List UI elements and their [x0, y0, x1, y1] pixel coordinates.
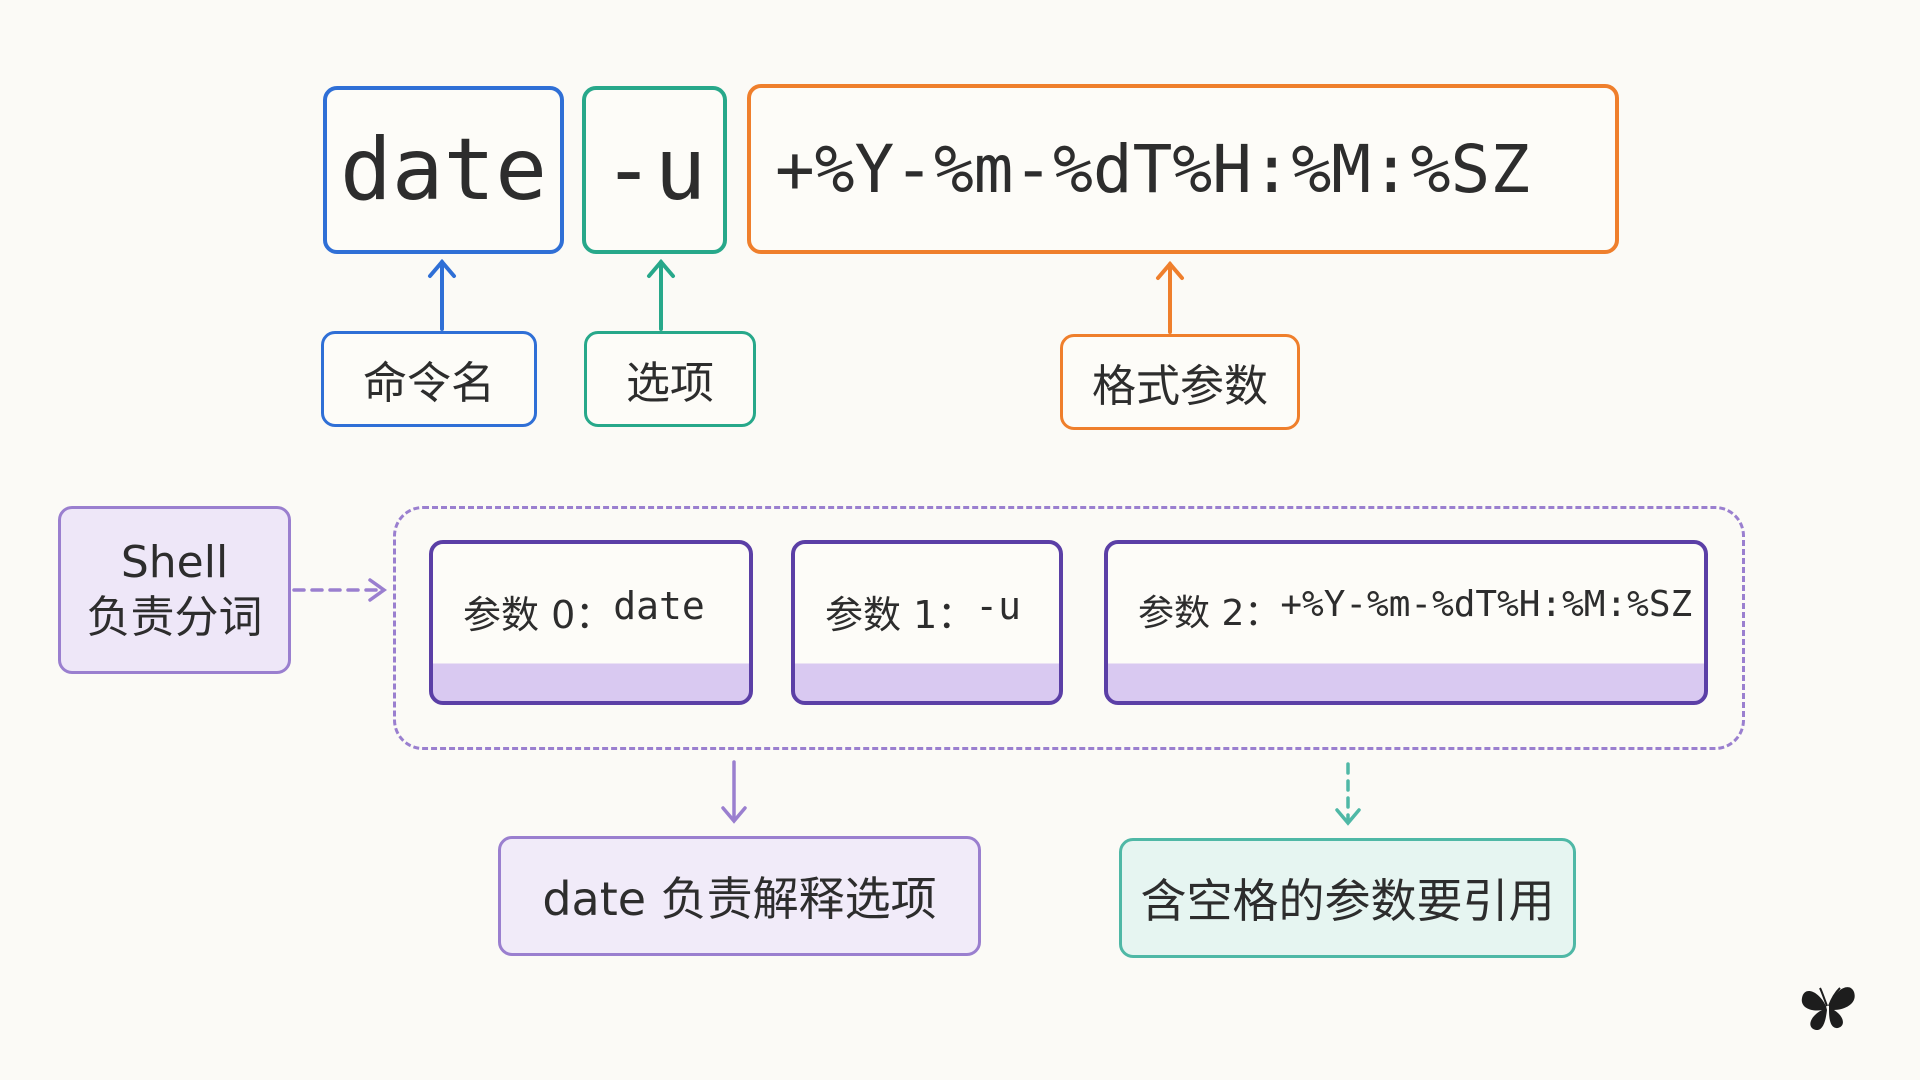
- command-name-label-text: 命令名: [363, 358, 495, 409]
- command-name-text: date: [339, 120, 548, 220]
- argument-0-value: date: [613, 584, 705, 628]
- arrow-option: [647, 258, 675, 331]
- arrow-format: [1156, 260, 1184, 334]
- date-parses-options-note: date 负责解释选项: [498, 836, 981, 956]
- shell-tokenize-box: Shell 负责分词: [58, 506, 291, 674]
- argument-2-value: +%Y-%m-%dT%H:%M:%SZ: [1280, 584, 1693, 625]
- argument-1-label: 参数 1：: [825, 593, 976, 637]
- option-label: 选项: [584, 331, 756, 427]
- format-arg-text: +%Y-%m-%dT%H:%M:%SZ: [775, 130, 1530, 208]
- argument-2-label: 参数 2：: [1138, 593, 1281, 634]
- shell-title: Shell: [120, 537, 229, 588]
- arrow-to-date-note: [721, 760, 747, 824]
- argument-1-card: 参数 1： -u: [791, 540, 1063, 705]
- shell-subtitle: 负责分词: [86, 592, 263, 643]
- date-parses-options-text: date 负责解释选项: [542, 872, 937, 926]
- argument-2-card: 参数 2： +%Y-%m-%dT%H:%M:%SZ: [1104, 540, 1708, 705]
- argument-0-card: 参数 0： date: [429, 540, 753, 705]
- quote-spaces-note: 含空格的参数要引用: [1119, 838, 1576, 958]
- command-name-box: date: [323, 86, 564, 254]
- argument-1-value: -u: [975, 584, 1022, 628]
- arrow-command: [428, 258, 456, 331]
- option-text: -u: [602, 120, 707, 220]
- argument-0-label: 参数 0：: [463, 593, 614, 637]
- format-arg-label: 格式参数: [1060, 334, 1300, 430]
- command-name-label: 命令名: [321, 331, 537, 427]
- quote-spaces-text: 含空格的参数要引用: [1140, 874, 1555, 928]
- arguments-group: [393, 506, 1745, 750]
- butterfly-icon: [1801, 987, 1855, 1031]
- format-arg-label-text: 格式参数: [1092, 361, 1268, 412]
- arrow-to-quote-note: [1335, 762, 1361, 826]
- option-box: -u: [582, 86, 727, 254]
- option-label-text: 选项: [626, 358, 714, 409]
- format-arg-box: +%Y-%m-%dT%H:%M:%SZ: [747, 84, 1619, 254]
- arrow-shell-to-args: [292, 578, 388, 602]
